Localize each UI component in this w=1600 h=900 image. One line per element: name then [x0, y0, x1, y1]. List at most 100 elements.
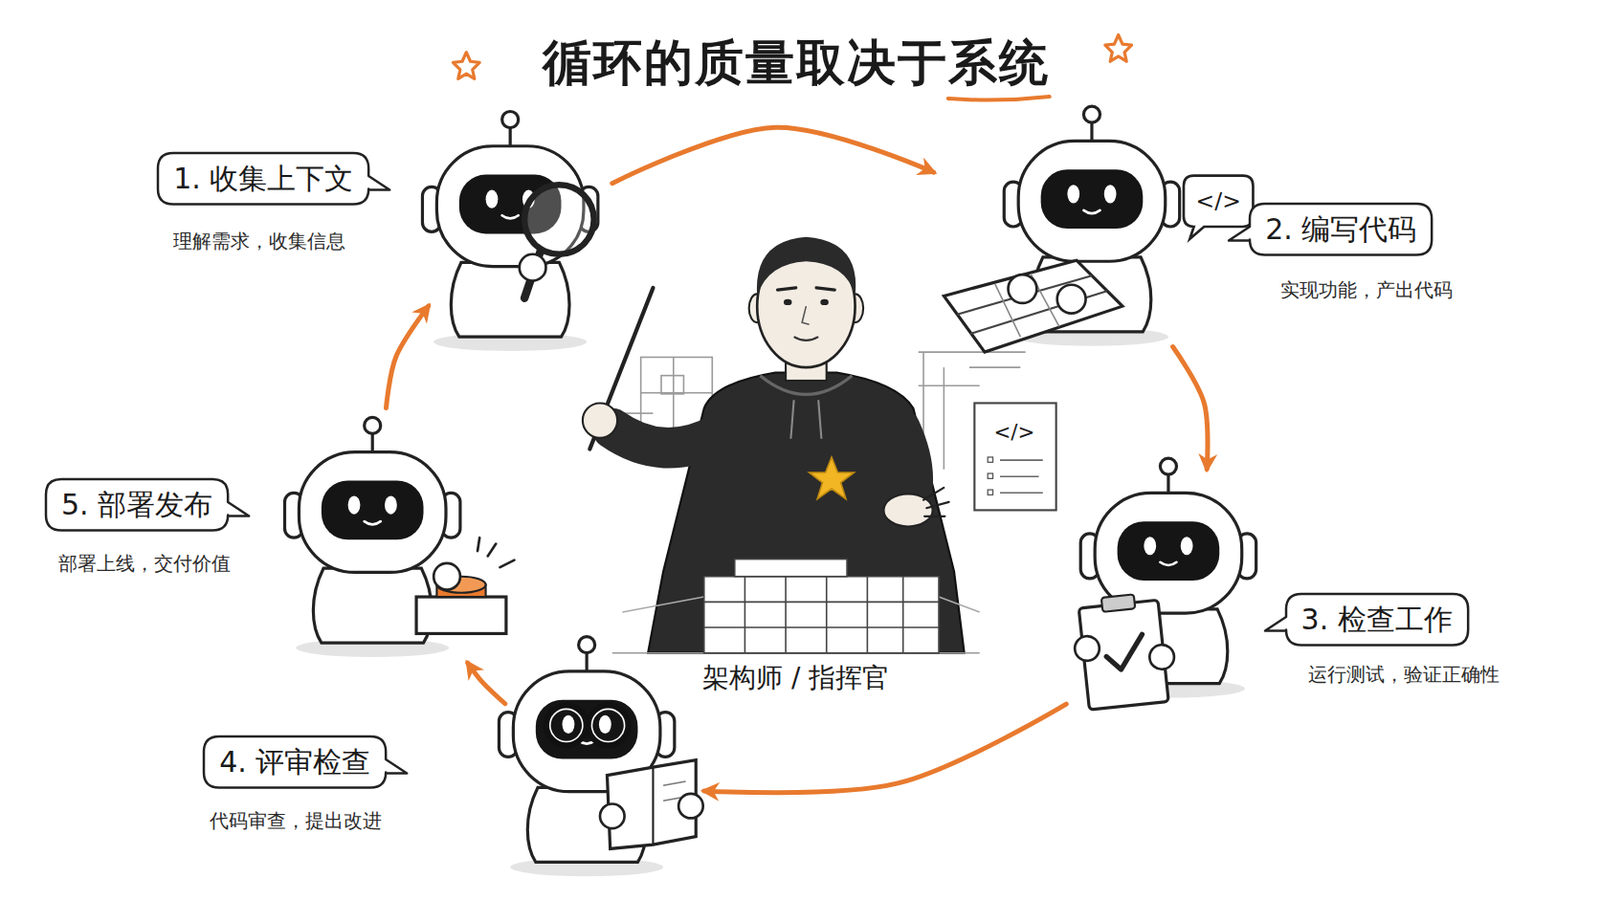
step-description: 代码审查，提出改进: [209, 809, 382, 833]
architect-figure: [790, 400, 794, 440]
glasses: [586, 721, 588, 726]
glasses: [545, 705, 628, 747]
step-heading: 3. 检查工作: [1301, 601, 1453, 639]
cycle-arrow: [1173, 347, 1208, 470]
building-sketch: [734, 559, 847, 578]
code-document: [974, 402, 1056, 511]
clipboard: [1069, 591, 1179, 712]
architect-figure: [777, 288, 836, 290]
code-bubble: [1183, 176, 1254, 240]
glasses: [545, 705, 587, 747]
step-heading: 5. 部署发布: [61, 487, 213, 524]
step-group: 4. 评审检查代码审查，提出改进: [199, 704, 705, 858]
architect-figure: [818, 400, 822, 440]
title-star: [1105, 35, 1133, 63]
deploy-button: [433, 563, 461, 591]
blueprint-sketch: [918, 351, 1026, 354]
magnifier: [519, 254, 547, 282]
building-sketch: [938, 597, 980, 613]
keyboard: [943, 260, 1123, 353]
title: 循环的质量取决于系统: [542, 30, 1050, 97]
building-sketch: [825, 577, 828, 654]
architect-figure: [820, 299, 829, 306]
code-document: [1000, 475, 1040, 478]
architect-figure: [647, 372, 965, 653]
clipboard: [1104, 634, 1146, 671]
book: [678, 794, 704, 820]
book: [663, 781, 686, 786]
architect-figure: [923, 488, 950, 517]
architect-figure: [794, 336, 820, 341]
architect-figure: [801, 306, 809, 325]
deploy-button: [416, 537, 514, 634]
title-star: [452, 52, 480, 80]
blueprint-sketch: [672, 356, 675, 429]
glasses: [591, 709, 624, 742]
magnifier: [519, 184, 595, 298]
keyboard: [1057, 285, 1087, 314]
code-document: [987, 473, 993, 479]
speech-bubble: 2. 编写代码: [1249, 203, 1432, 256]
deploy-button: [477, 537, 514, 568]
step-heading: 2. 编写代码: [1265, 211, 1417, 248]
keyboard: [943, 260, 1123, 353]
step-description: 运行测试，验证正确性: [1308, 663, 1500, 687]
bubble-outline: [45, 479, 249, 532]
code-document: [1000, 459, 1044, 462]
step-description: 部署上线，交付价值: [58, 552, 231, 576]
code-document: [1000, 491, 1044, 494]
step-heading: 4. 评审检查: [219, 744, 371, 781]
speech-bubble: 1. 收集上下文: [157, 153, 369, 205]
speech-bubble: 4. 评审检查: [203, 736, 386, 789]
role-label: 架构师 / 指挥官: [702, 662, 889, 694]
step-group: 5. 部署发布部署上线，交付价值: [41, 408, 521, 665]
book: [651, 767, 654, 845]
building-sketch: [612, 559, 980, 654]
architect-figure: [582, 402, 618, 438]
keyboard: [1008, 274, 1038, 304]
building-sketch: [744, 577, 747, 654]
step-group: 1. 收集上下文理解需求，收集信息: [153, 117, 613, 307]
building-sketch: [866, 577, 869, 654]
architect-figure: [582, 237, 965, 654]
speech-bubble: 5. 部署发布: [45, 479, 228, 532]
book: [600, 804, 625, 830]
glasses: [587, 705, 629, 747]
architect-figure: [809, 457, 855, 500]
cycle-arrow: [704, 704, 1067, 794]
building-sketch: [704, 577, 939, 654]
step-description: 实现功能，产出代码: [1280, 278, 1453, 302]
blueprint-sketch: [918, 385, 980, 388]
bubble-outline: [157, 153, 390, 205]
clipboard: [1148, 644, 1176, 671]
step-group: 3. 检查工作运行测试，验证正确性: [1066, 469, 1552, 715]
architect-figure: [756, 237, 856, 297]
building-sketch: [784, 577, 787, 654]
blueprint-sketch: [969, 366, 1021, 369]
blueprint-sketch: [943, 367, 946, 470]
clipboard: [1101, 594, 1135, 612]
step-group: 2. 编写代码实现功能，产出代码: [933, 117, 1490, 348]
bubble-outline: [203, 736, 407, 789]
blueprint-sketch: [624, 412, 654, 415]
code-symbol: </>: [993, 420, 1035, 445]
cycle-arrow: [467, 663, 506, 705]
architect-figure: [783, 299, 793, 306]
cycle-arrow: [385, 306, 428, 409]
bubble-outline: [1265, 594, 1468, 646]
speech-bubble: 3. 检查工作: [1286, 594, 1468, 646]
book: [600, 760, 704, 850]
building-sketch: [902, 577, 905, 654]
code-document: [987, 457, 993, 463]
glasses: [550, 709, 583, 742]
building-sketch: [622, 597, 704, 613]
code-document: [974, 402, 1056, 511]
blueprint-sketch: [661, 376, 684, 395]
robot: [422, 111, 598, 352]
deploy-button: [416, 597, 507, 634]
code-document: [987, 489, 993, 495]
title-underline: [948, 96, 1050, 101]
step-description: 理解需求，收集信息: [173, 229, 346, 253]
bubble-outline: [1228, 203, 1432, 256]
